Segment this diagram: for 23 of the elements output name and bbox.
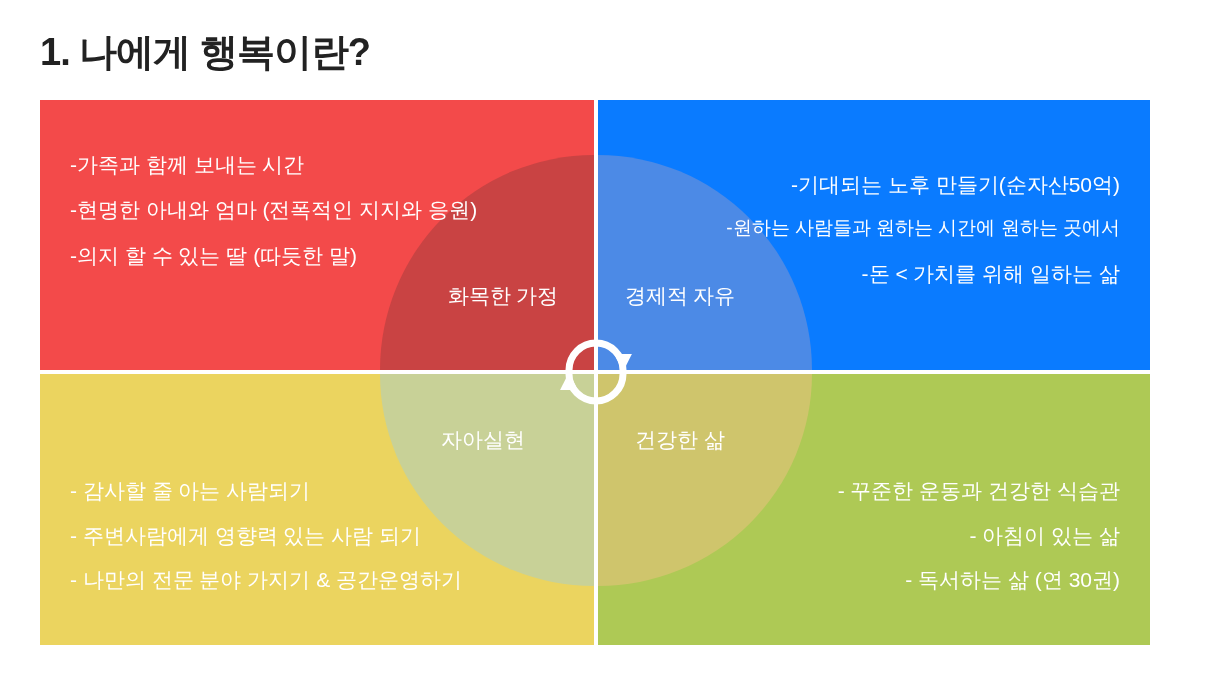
bullet-text: -돈 < 가치를 위해 일하는 삶: [861, 261, 1120, 287]
bullet-text: - 아침이 있는 삶: [969, 523, 1120, 549]
bullet-text: - 감사할 줄 아는 사람되기: [70, 478, 311, 504]
bullet-text: - 주변사람에게 영향력 있는 사람 되기: [70, 523, 422, 549]
quadrant-panel: [40, 374, 594, 645]
curved-arrow: [565, 339, 632, 372]
bullet-text: - 독서하는 삶 (연 30권): [905, 567, 1120, 593]
curved-arrow: [560, 372, 627, 405]
category-label: 자아실현: [441, 427, 525, 453]
bullet-text: -원하는 사람들과 원하는 시간에 원하는 곳에서: [726, 217, 1120, 240]
bullet-text: -의지 할 수 있는 딸 (따듯한 말): [70, 243, 357, 269]
quadrant-panel: [598, 374, 1150, 645]
bullet-text: -기대되는 노후 만들기(순자산50억): [791, 172, 1120, 198]
bullet-text: -가족과 함께 보내는 시간: [70, 152, 305, 178]
bullet-text: - 나만의 전문 분야 가지기 & 공간운영하기: [70, 567, 462, 593]
category-label: 건강한 삶: [635, 427, 725, 453]
quadrant-panel: [598, 100, 1150, 370]
quadrant-panel: [40, 100, 594, 370]
category-label: 경제적 자유: [624, 283, 736, 309]
page-title: 1. 나에게 행복이란?: [40, 30, 371, 75]
bullet-text: -현명한 아내와 엄마 (전폭적인 지지와 응원): [70, 197, 478, 223]
category-label: 화목한 가정: [447, 283, 559, 309]
bullet-text: - 꾸준한 운동과 건강한 식습관: [837, 478, 1120, 504]
